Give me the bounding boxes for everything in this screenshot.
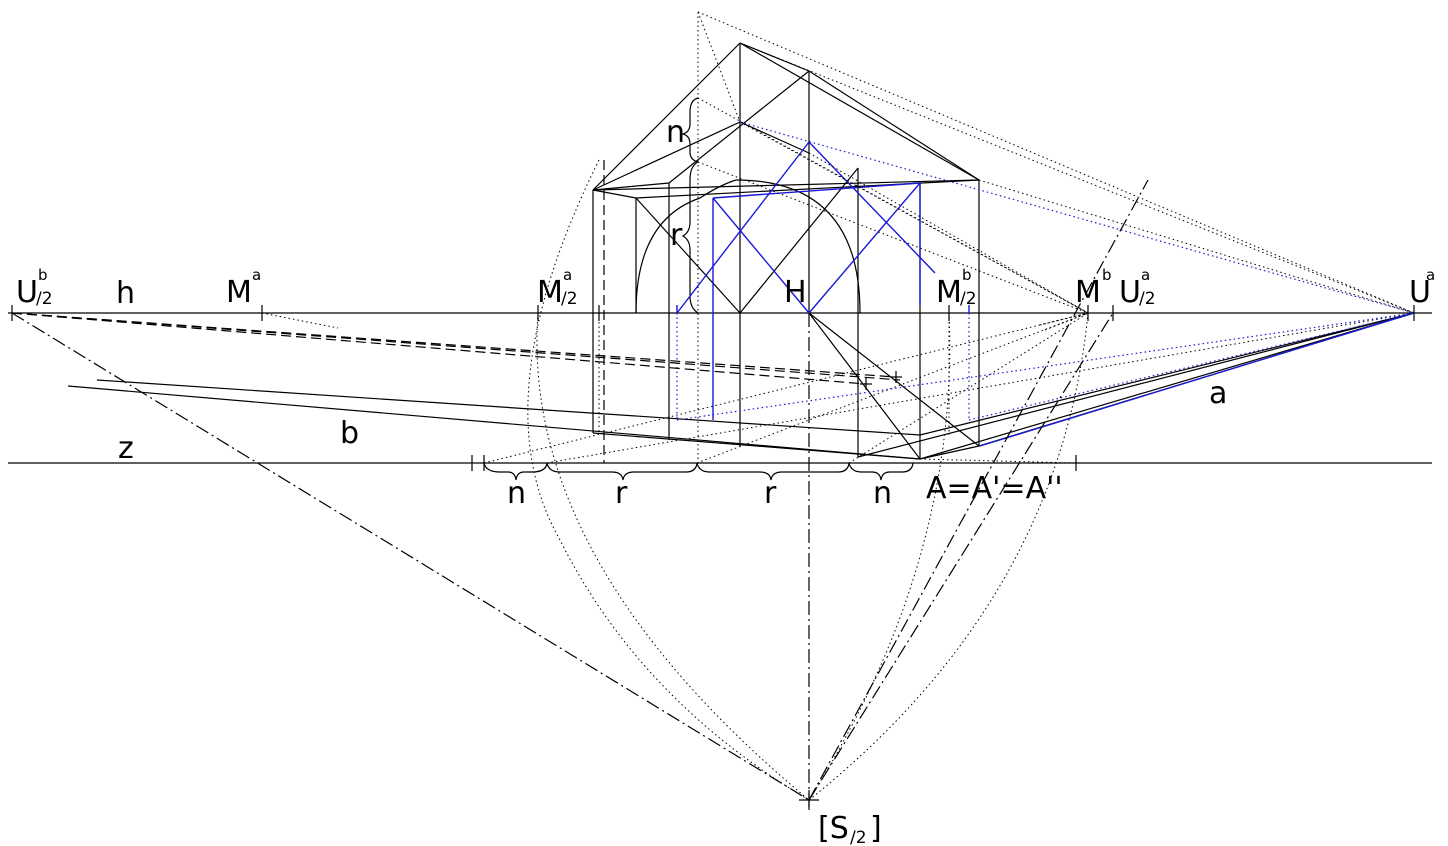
svg-text:U: U xyxy=(1119,275,1141,310)
svg-text:U: U xyxy=(1409,275,1431,310)
svg-text:/2: /2 xyxy=(561,289,578,309)
svg-text:a: a xyxy=(1426,266,1435,284)
svg-text:M: M xyxy=(936,275,962,310)
svg-text:/2: /2 xyxy=(1139,289,1156,309)
svg-text:/2: /2 xyxy=(960,289,977,309)
small-crosses xyxy=(860,371,902,390)
label-b: b xyxy=(340,416,359,451)
horizon-line xyxy=(8,305,1432,321)
label-s-half: [S /2 ] xyxy=(818,811,882,846)
label-r-left: r xyxy=(615,476,628,511)
s-half-point xyxy=(799,790,819,810)
svg-text:M: M xyxy=(537,275,563,310)
label-n-left: n xyxy=(507,476,526,511)
vertical-brackets xyxy=(680,97,699,314)
label-u-a: U a xyxy=(1409,266,1435,310)
svg-text:/2: /2 xyxy=(850,828,867,846)
svg-text:b: b xyxy=(1102,266,1112,284)
dashed-lines xyxy=(11,160,901,463)
ground-line xyxy=(8,455,1432,471)
label-z: z xyxy=(118,431,134,466)
svg-text:a: a xyxy=(563,266,572,284)
svg-text:a: a xyxy=(1141,266,1150,284)
svg-text:U: U xyxy=(16,275,38,310)
label-m-half-b: M /2 b xyxy=(936,266,977,310)
dotted-construction xyxy=(261,11,1415,801)
label-n-vertical: n xyxy=(666,115,685,150)
label-m-b: M b xyxy=(1075,266,1112,310)
svg-text:M: M xyxy=(226,275,252,310)
label-r-right: r xyxy=(764,476,777,511)
label-u-half-a: U /2 a xyxy=(1119,266,1156,310)
svg-text:]: ] xyxy=(870,811,882,846)
label-h: h xyxy=(116,276,135,311)
svg-text:b: b xyxy=(38,266,48,284)
svg-text:[S: [S xyxy=(818,811,849,846)
label-a: a xyxy=(1209,376,1227,411)
svg-text:M: M xyxy=(1075,275,1101,310)
ground-brackets xyxy=(483,462,914,481)
label-H: H xyxy=(784,275,807,310)
label-m-a: M a xyxy=(226,266,261,310)
dash-dot-lines xyxy=(11,179,1149,810)
label-r-vertical: r xyxy=(670,218,683,253)
svg-text:a: a xyxy=(252,266,261,284)
blue-dotted-construction xyxy=(676,121,1415,421)
label-point-A: A=A'=A'' xyxy=(926,471,1063,506)
label-u-half-b: U /2 b xyxy=(16,266,53,310)
svg-text:/2: /2 xyxy=(36,289,53,309)
label-n-right: n xyxy=(873,476,892,511)
svg-text:b: b xyxy=(962,266,972,284)
label-m-half-a: M /2 a xyxy=(537,266,578,310)
blue-pattern xyxy=(676,141,1415,447)
